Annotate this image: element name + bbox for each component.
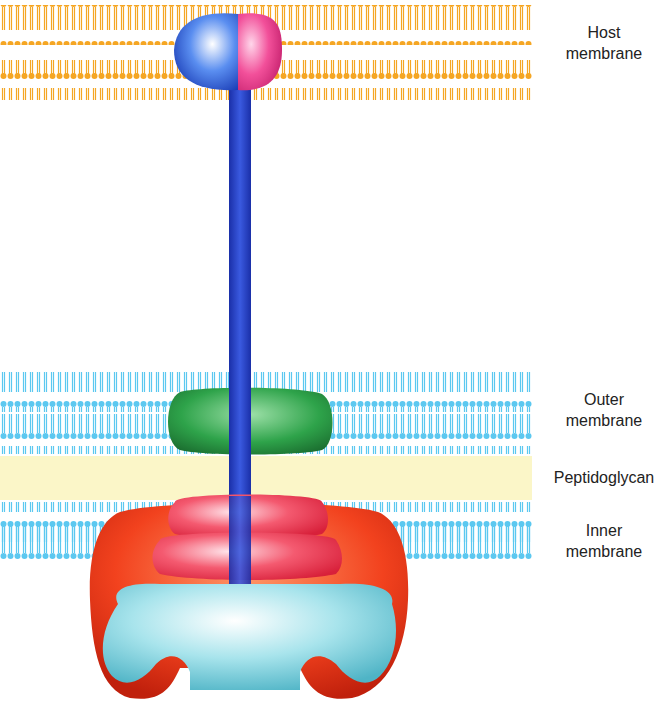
- translocon-pore: [174, 13, 238, 90]
- layer-label: Peptidoglycan: [548, 468, 660, 489]
- peptidoglycan-layer: [0, 456, 532, 500]
- layer-label: Inner membrane: [548, 521, 660, 563]
- layer-label: Outer membrane: [548, 390, 660, 432]
- translocon-pore: [238, 13, 282, 90]
- needle: [229, 386, 251, 456]
- layer-label: Host membrane: [548, 23, 660, 65]
- cytoplasmic-ring: [103, 584, 396, 690]
